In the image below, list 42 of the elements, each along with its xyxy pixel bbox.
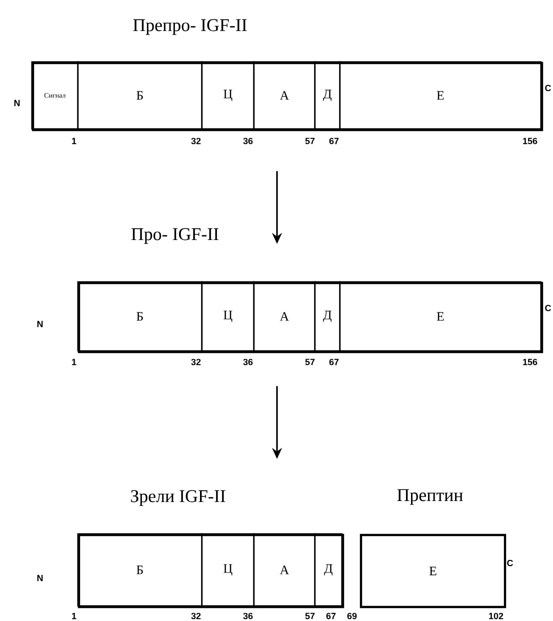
protein-bar: [32, 62, 544, 132]
stage-title: Зрели IGF-II: [130, 490, 226, 506]
stage-title: Про- IGF-II: [131, 228, 218, 244]
residue-number: 57: [305, 612, 315, 620]
domain-segment: Ц: [201, 61, 255, 130]
domain-segment: А: [253, 533, 316, 607]
terminus-label: N: [37, 320, 43, 328]
protein-bar: [78, 282, 544, 354]
residue-number: 32: [191, 138, 201, 144]
terminus-label: N: [14, 100, 20, 106]
residue-number: 32: [191, 358, 201, 366]
stage-title: Прептин: [397, 489, 463, 505]
residue-number: 36: [243, 138, 253, 144]
domain-segment: А: [253, 61, 316, 130]
terminus-label: N: [37, 574, 43, 582]
domain-segment: Ц: [201, 533, 255, 607]
stage-title: Препро- IGF-II: [133, 19, 247, 35]
residue-number: 1: [72, 612, 76, 620]
protein-bar: [78, 534, 344, 608]
residue-number: 32: [191, 612, 201, 620]
residue-number: 1: [72, 138, 76, 144]
domain-segment: Е: [360, 534, 506, 608]
domain-segment: Д: [314, 61, 341, 130]
residue-number: 67: [326, 612, 336, 620]
domain-segment: Ц: [201, 281, 255, 352]
residue-number: 67: [329, 138, 339, 144]
domain-segment: А: [253, 281, 316, 352]
residue-number: 36: [243, 358, 253, 366]
residue-number: 1: [72, 358, 76, 366]
domain-segment: Б: [77, 61, 203, 130]
residue-number: 67: [329, 358, 339, 366]
residue-number: 57: [305, 358, 315, 366]
residue-number: 36: [243, 612, 253, 620]
residue-number: 69: [347, 612, 357, 620]
domain-segment: Е: [339, 61, 542, 130]
domain-segment: Д: [314, 281, 341, 352]
residue-number: 156: [523, 138, 538, 144]
domain-segment: Е: [339, 281, 542, 352]
domain-segment: Б: [77, 281, 203, 352]
domain-segment: Д: [314, 533, 343, 607]
residue-number: 57: [305, 138, 315, 144]
domain-segment: Б: [77, 533, 203, 607]
